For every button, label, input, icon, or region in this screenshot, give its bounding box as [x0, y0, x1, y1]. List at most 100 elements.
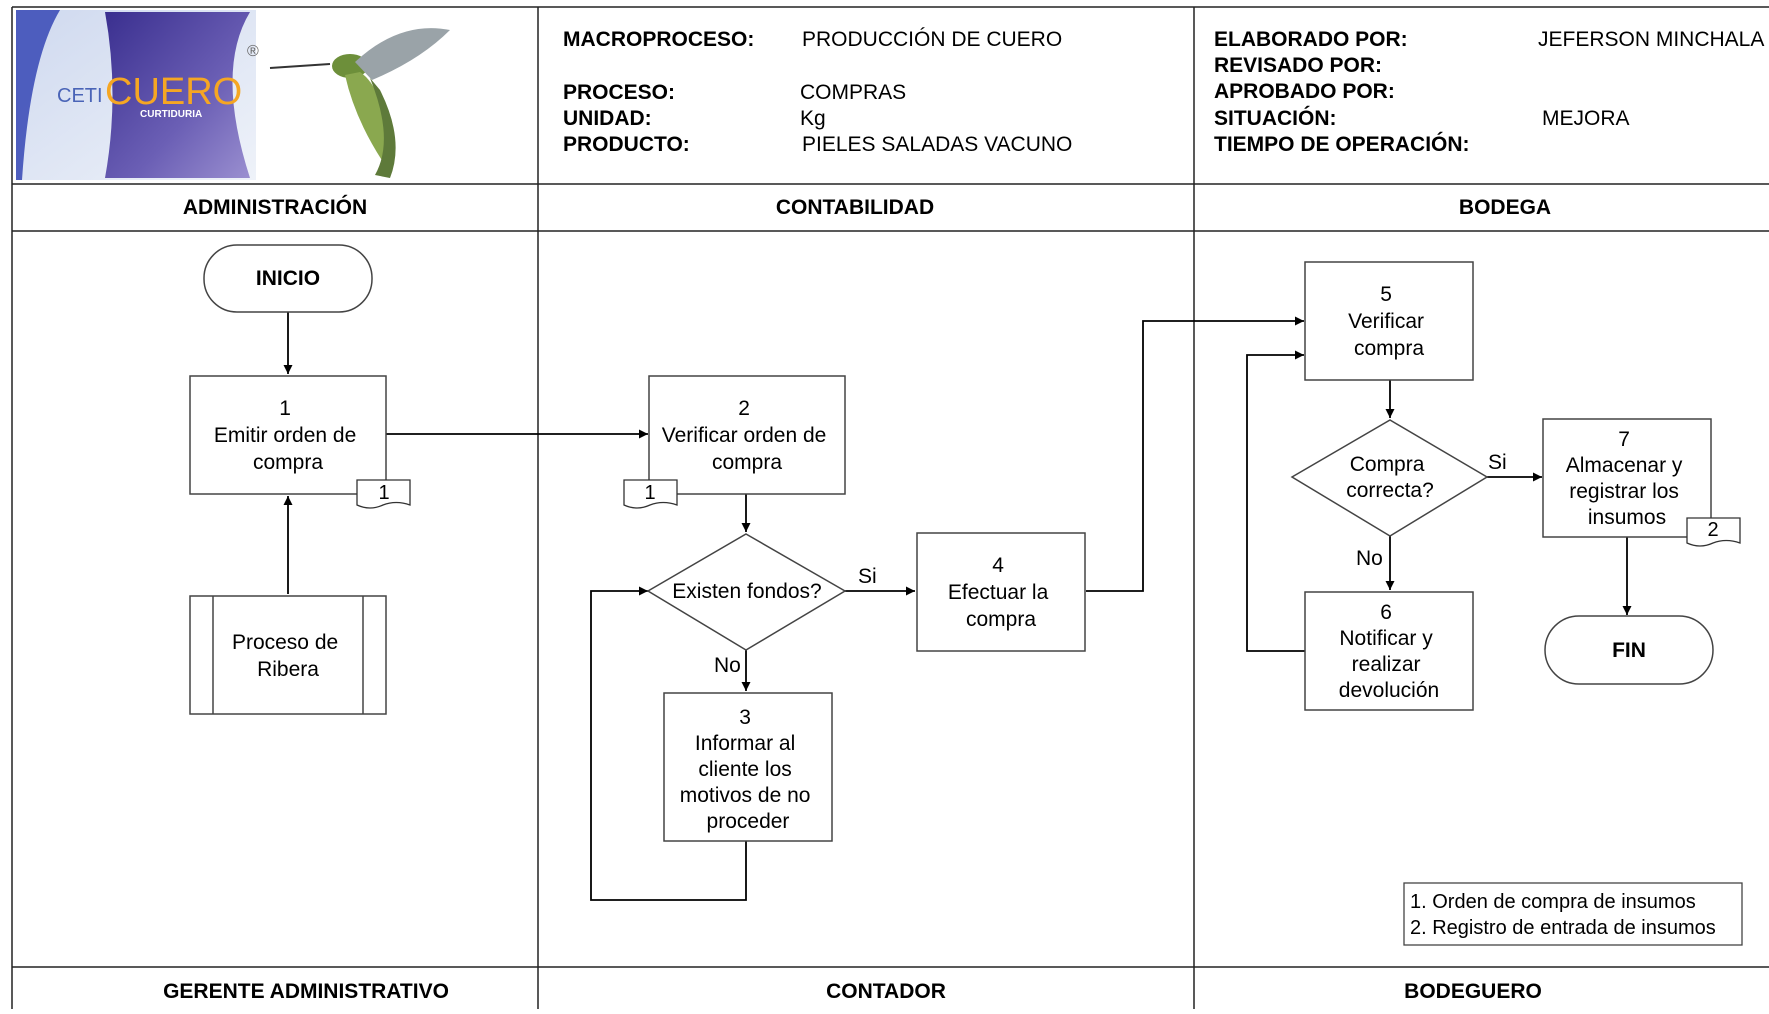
step5-number: 5 — [1380, 283, 1392, 306]
svg-text:1. Orden de compra de insumos: 1. Orden de compra de insumos 2. Registr… — [1410, 891, 1716, 939]
step7-box: 7 Almacenar y registrar los insumos — [1542, 418, 1712, 538]
terminator-inicio: INICIO — [203, 244, 373, 313]
legend: 1. Orden de compra de insumos 2. Registr… — [1403, 882, 1743, 946]
subprocess-line1: Proceso de — [232, 631, 338, 654]
header-value-producto: PIELES SALADAS VACUNO — [802, 133, 1072, 156]
header-label-aprobado: APROBADO POR: — [1214, 80, 1395, 103]
decision-compra-line1: Compra — [1350, 453, 1425, 476]
header-label-unidad: UNIDAD: — [563, 107, 652, 130]
header-label-producto: PRODUCTO: — [563, 133, 690, 156]
header-right: ELABORADO POR: JEFERSON MINCHALA REVISAD… — [1214, 28, 1764, 156]
step2-line1: Verificar orden de — [662, 424, 827, 447]
hummingbird-icon — [269, 28, 450, 178]
doc-ref-1-step1-number: 1 — [378, 482, 389, 504]
edge-label-si-fondos: Si — [858, 565, 877, 588]
step3-number: 3 — [739, 706, 751, 729]
svg-text:Compra correcta?: Compra correcta? — [1346, 453, 1434, 502]
step2-number: 2 — [738, 397, 750, 420]
step3-line2: cliente los — [698, 758, 791, 781]
header-value-proceso: COMPRAS — [800, 81, 906, 104]
lane-responsible-contador: CONTADOR — [826, 980, 946, 1003]
step7-line1: Almacenar y — [1566, 454, 1683, 477]
header-middle: MACROPROCESO: PRODUCCIÓN DE CUERO PROCES… — [563, 28, 1072, 156]
subprocess-line2: Ribera — [257, 658, 319, 681]
lane-title-administracion: ADMINISTRACIÓN — [183, 195, 367, 219]
step5-box: 5 Verificar compra — [1304, 261, 1474, 381]
step3-line4: proceder — [707, 810, 790, 833]
header-value-elaborado: JEFERSON MINCHALA — [1538, 28, 1764, 51]
step4-line2: compra — [966, 608, 1036, 631]
terminator-fin: FIN — [1544, 615, 1714, 685]
step6-box: 6 Notificar y realizar devolución — [1304, 591, 1474, 711]
table-frame — [11, 6, 1769, 1009]
header-value-unidad: Kg — [800, 107, 826, 130]
legend-item-2: 2. Registro de entrada de insumos — [1410, 917, 1716, 939]
logo-cuero: CUERO — [105, 71, 242, 113]
svg-text:Proceso de Ribera: Proceso de Ribera — [232, 631, 344, 681]
header-label-situacion: SITUACIÓN: — [1214, 106, 1337, 130]
header-label-macroproceso: MACROPROCESO: — [563, 28, 754, 51]
step6-line1: Notificar y — [1339, 627, 1433, 650]
header-label-tiempo: TIEMPO DE OPERACIÓN: — [1214, 132, 1470, 156]
step7-number: 7 — [1618, 428, 1630, 451]
fin-label: FIN — [1612, 639, 1646, 662]
decision-compra-line2: correcta? — [1346, 479, 1434, 502]
step2-line2: compra — [712, 451, 782, 474]
step1-line1: Emitir orden de — [214, 424, 356, 447]
svg-text:2 Verificar orden de: 2 Verificar orden de compra — [662, 397, 832, 474]
edge-labels: Si No Si No — [714, 451, 1507, 677]
connectors — [283, 312, 1632, 901]
logo-registered: ® — [247, 43, 259, 60]
step3-box: 3 Informar al cliente los motivos de no … — [663, 692, 833, 842]
edge-label-si-compra: Si — [1488, 451, 1507, 474]
step4-box: 4 Efectuar la compra — [916, 532, 1086, 652]
step5-line1: Verificar — [1348, 310, 1424, 333]
svg-text:3 Informar al clie: 3 Informar al cliente los motivos de no … — [680, 706, 817, 833]
lane-responsible-gerente: GERENTE ADMINISTRATIVO — [163, 980, 449, 1003]
decision-existen-fondos: Existen fondos? — [646, 533, 847, 651]
edge-label-no-fondos: No — [714, 654, 741, 677]
step3-line3: motivos de no — [680, 784, 811, 807]
step1-number: 1 — [279, 397, 291, 420]
doc-ref-1-step1: 1 — [356, 479, 411, 509]
step4-line1: Efectuar la — [948, 581, 1049, 604]
lane-title-contabilidad: CONTABILIDAD — [776, 196, 934, 219]
edge-label-no-compra: No — [1356, 547, 1383, 570]
logo: CETI CUERO CURTIDURIA ® — [16, 10, 450, 180]
header-label-revisado: REVISADO POR: — [1214, 54, 1382, 77]
step5-line2: compra — [1354, 337, 1424, 360]
decision-compra-correcta: Compra correcta? — [1290, 419, 1489, 537]
header-value-situacion: MEJORA — [1542, 107, 1630, 130]
step3-line1: Informar al — [695, 732, 795, 755]
lane-responsibles: GERENTE ADMINISTRATIVO CONTADOR BODEGUER… — [163, 980, 1542, 1003]
step6-number: 6 — [1380, 601, 1392, 624]
subprocess-ribera: Proceso de Ribera — [189, 595, 387, 715]
step6-line2: realizar — [1352, 653, 1421, 676]
header-label-proceso: PROCESO: — [563, 81, 675, 104]
legend-item-1: 1. Orden de compra de insumos — [1410, 891, 1696, 913]
svg-text:6 Notificar y real: 6 Notificar y realizar devolución — [1339, 601, 1439, 702]
lane-title-bodega: BODEGA — [1459, 196, 1551, 219]
svg-text:7 Almacenar y regi: 7 Almacenar y registrar los insumos — [1566, 428, 1689, 529]
arrow-step3-loop — [590, 586, 747, 901]
doc-ref-2-step7-number: 2 — [1707, 519, 1718, 541]
header-label-elaborado: ELABORADO POR: — [1214, 28, 1408, 51]
arrow-step4-step5 — [1086, 316, 1304, 592]
logo-curtiduria: CURTIDURIA — [140, 109, 202, 120]
svg-text:1 Emitir orden de: 1 Emitir orden de compra — [214, 397, 362, 474]
doc-ref-1-step2: 1 — [623, 479, 678, 509]
arrow-step6-step5 — [1246, 350, 1305, 652]
decision-fondos-label: Existen fondos? — [672, 580, 821, 603]
lane-titles: ADMINISTRACIÓN CONTABILIDAD BODEGA — [183, 195, 1551, 219]
step6-line3: devolución — [1339, 679, 1439, 702]
logo-ceti: CETI — [57, 85, 103, 107]
step2-box: 2 Verificar orden de compra — [648, 375, 846, 495]
step1-line2: compra — [253, 451, 323, 474]
doc-ref-2-step7: 2 — [1686, 517, 1741, 547]
lane-responsible-bodeguero: BODEGUERO — [1404, 980, 1542, 1003]
inicio-label: INICIO — [256, 267, 320, 290]
header-value-macroproceso: PRODUCCIÓN DE CUERO — [802, 28, 1062, 51]
step1-box: 1 Emitir orden de compra — [189, 375, 387, 495]
step4-number: 4 — [992, 554, 1004, 577]
